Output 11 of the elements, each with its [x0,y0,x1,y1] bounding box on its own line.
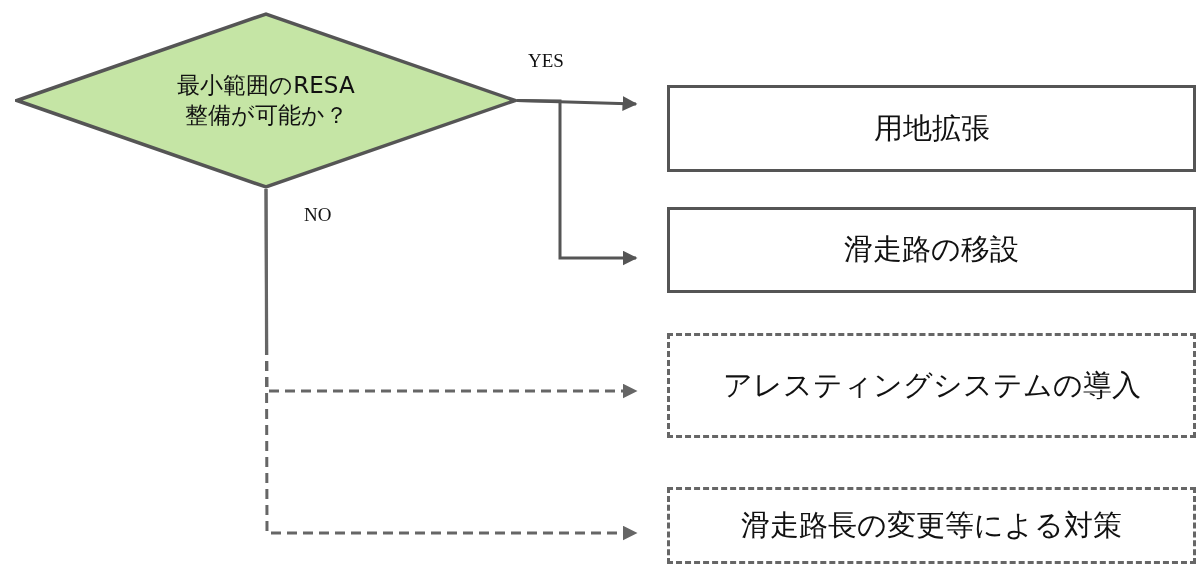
box-text: アレスティングシステムの導入 [722,366,1141,404]
process-box [667,207,1196,293]
process-box [667,85,1196,172]
box-text: 用地拡張 [873,109,990,147]
decision-text: 最小範囲のRESA整備が可能か？ [176,70,356,130]
arrow [517,99,638,266]
dashed-process-box [667,487,1196,564]
box-text: 滑走路長の変更等による対策 [741,506,1122,544]
arrow [264,189,638,541]
dashed-process-box [667,333,1196,438]
box-text: 滑走路の移設 [844,231,1019,268]
